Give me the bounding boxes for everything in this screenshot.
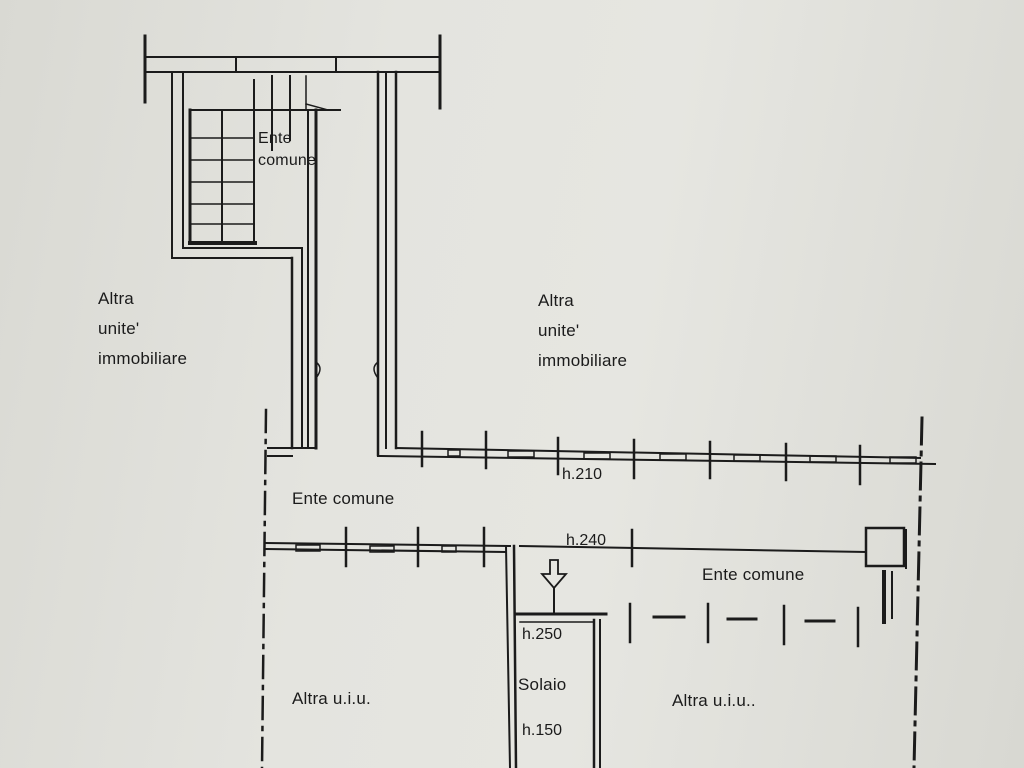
stair-common-area-label: Ente comune: [258, 128, 316, 172]
right-unit-line-2: unite': [538, 321, 580, 340]
left-unit-line-3: immobiliare: [98, 349, 188, 368]
entry-arrow-icon: [540, 559, 568, 613]
solaio-top-height-mark: h.250: [522, 626, 563, 643]
right-unit-line-3: immobiliare: [538, 351, 628, 370]
right-unit-label: Altra unite' immobiliare: [538, 286, 627, 376]
top-wall-height-mark: h.210: [562, 466, 603, 483]
right-unit-line-1: Altra: [538, 291, 574, 310]
left-boundary-line: [260, 408, 268, 768]
right-partition-marks: [628, 602, 860, 648]
stair-common-line-2: comune: [258, 152, 317, 169]
corridor-upper-wall: [376, 430, 937, 486]
right-boundary-line: [912, 416, 924, 768]
left-unit-line-1: Altra: [98, 289, 134, 308]
left-unit-label: Altra unite' immobiliare: [98, 284, 187, 374]
right-uiu-label: Altra u.i.u..: [672, 691, 756, 710]
top-boundary-wall: [143, 34, 442, 110]
corridor-common-area-label: Ente comune: [292, 489, 395, 508]
solaio-bottom-height-mark: h.150: [522, 722, 563, 739]
stair-common-line-1: Ente: [258, 130, 292, 147]
left-uiu-label: Altra u.i.u.: [292, 689, 371, 708]
corridor-wall-height-mark: h.240: [566, 532, 607, 549]
inner-walls: [267, 70, 398, 457]
corridor-lower-wall: [264, 526, 907, 624]
solaio-room-label: Solaio: [518, 675, 567, 694]
solaio-room: [504, 544, 608, 768]
right-common-area-label: Ente comune: [702, 565, 805, 584]
left-unit-line-2: unite': [98, 319, 140, 338]
stairwell: [171, 72, 341, 259]
